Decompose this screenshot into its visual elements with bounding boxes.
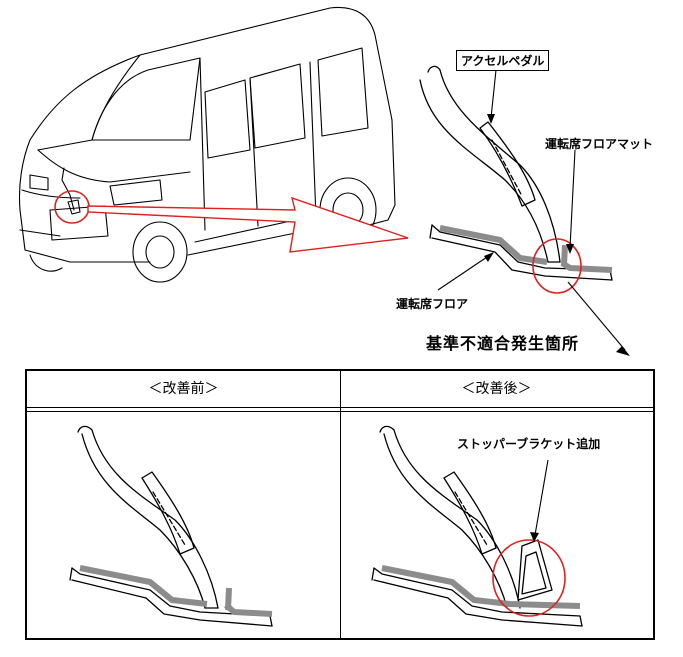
- floor-label: 運転席フロア: [396, 297, 469, 311]
- nonconformity-circle: [532, 238, 582, 294]
- nonconformity-label: 基準不適合発生箇所: [426, 334, 580, 353]
- stopper-highlight-circle: [492, 539, 566, 617]
- before-heading: ＜改善前＞: [148, 381, 219, 397]
- floor-mat-before-fold: [225, 587, 232, 611]
- floor-mat-after: [381, 565, 581, 609]
- table-header-rule: [27, 407, 653, 408]
- table-divider: [340, 371, 341, 638]
- comparison-table: ＜改善前＞ ＜改善後＞: [25, 369, 655, 640]
- after-diagram: [371, 425, 583, 627]
- callout-arrow: [87, 196, 409, 253]
- after-heading: ＜改善後＞: [461, 381, 532, 397]
- van-illustration: [18, 6, 396, 283]
- after-leader: [530, 459, 549, 542]
- top-detail: [419, 65, 613, 281]
- stopper-bracket-label: ストッパーブラケット追加: [457, 437, 601, 451]
- table-header-rule-2: [27, 411, 653, 412]
- accel-pedal-label: アクセルペダル: [456, 50, 550, 71]
- before-diagram: [69, 425, 273, 627]
- top-leader-lines: [437, 69, 626, 351]
- top-arrowheads: [484, 114, 630, 356]
- floor-mat-label: 運転席フロアマット: [545, 137, 654, 151]
- floor-mat-top-fold: [561, 244, 568, 266]
